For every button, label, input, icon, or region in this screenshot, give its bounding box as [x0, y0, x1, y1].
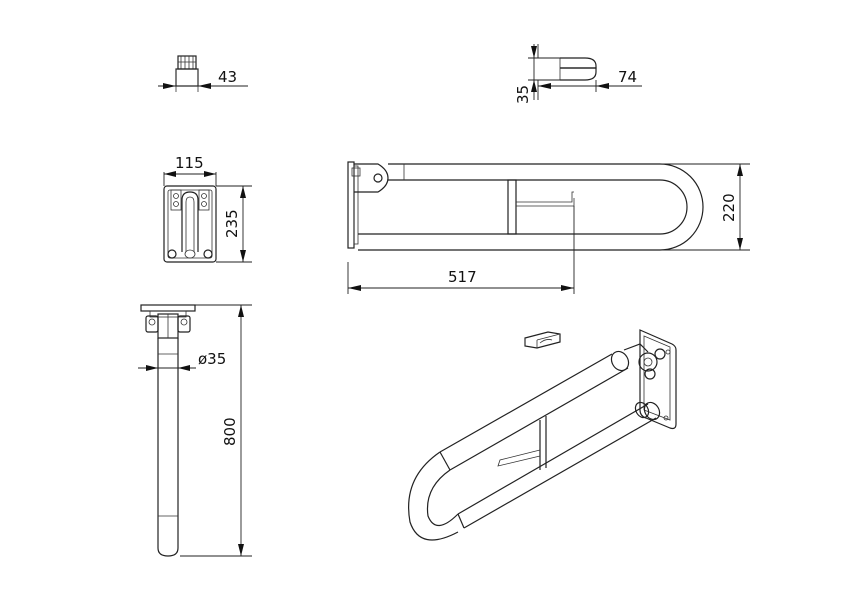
isometric-view — [408, 329, 677, 541]
dim-35-label: 35 — [514, 85, 532, 104]
dim-115-label: 115 — [175, 154, 204, 172]
end-view: 35 74 — [514, 44, 642, 104]
side-view: 220 517 — [347, 161, 750, 294]
dim-74-label: 74 — [618, 68, 637, 86]
dim-43-label: 43 — [218, 68, 237, 86]
dim-220-label: 220 — [720, 193, 738, 222]
dim-517-label: 517 — [448, 268, 477, 286]
dim-dia35-label: ø35 — [198, 350, 226, 368]
top-view: 43 — [158, 55, 248, 92]
side-elevation: ø35 800 — [138, 304, 252, 557]
clip-part — [524, 331, 561, 349]
dim-800-label: 800 — [221, 417, 239, 446]
dim-235-label: 235 — [223, 209, 241, 238]
plate-view: 115 235 — [163, 154, 252, 263]
